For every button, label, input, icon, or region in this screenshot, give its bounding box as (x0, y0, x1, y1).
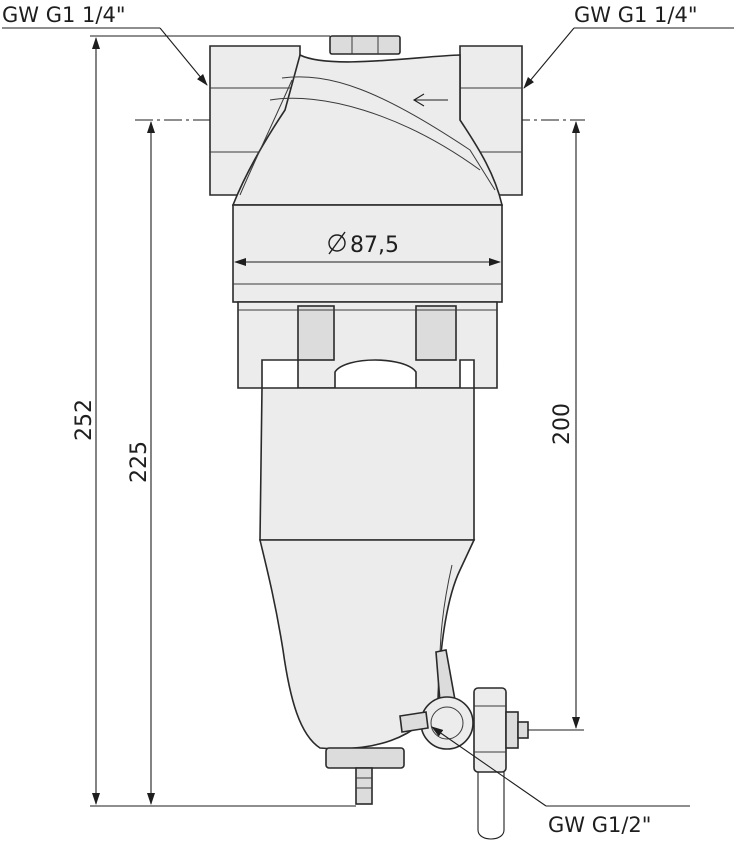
dim-225-label: 225 (127, 441, 152, 483)
dim-diameter-label: 87,5 (350, 233, 399, 258)
inlet-thread-label: GW G1 1/4" (2, 3, 125, 27)
inlet-leader (159, 27, 208, 86)
outlet-thread-label: GW G1 1/4" (574, 3, 697, 27)
outlet-leader (523, 27, 575, 89)
dim-252-label: 252 (72, 399, 97, 441)
dim-200-label: 200 (550, 403, 575, 445)
drain-leader (431, 726, 547, 807)
filter-collar (232, 204, 503, 303)
diameter-icon (328, 231, 346, 255)
filter-bowl (259, 387, 475, 541)
filter-head (209, 35, 523, 206)
bowl-ring (237, 301, 498, 389)
drain-thread-label: GW G1/2" (548, 813, 651, 837)
